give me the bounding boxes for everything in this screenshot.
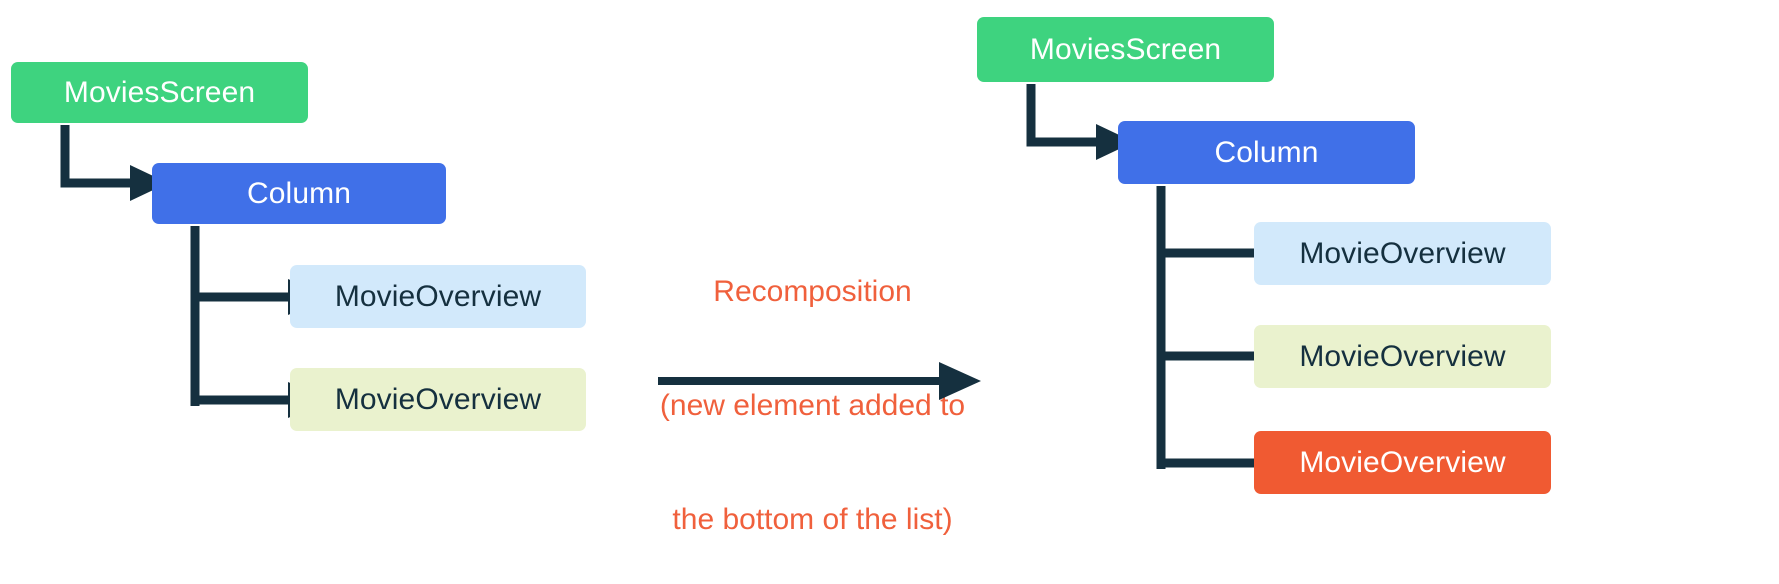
before-node-column-label: Column (247, 176, 351, 210)
after-node-movies-screen-label: MoviesScreen (1029, 32, 1222, 66)
before-node-movie-overview-2-label: MovieOverview (334, 382, 542, 416)
after-node-movie-overview-2[interactable]: MovieOverview (1254, 325, 1551, 388)
after-node-movies-screen[interactable]: MoviesScreen (977, 17, 1274, 82)
recomposition-caption-line-1: Recomposition (713, 275, 912, 308)
after-node-movie-overview-2-label: MovieOverview (1299, 339, 1506, 373)
before-node-movie-overview-1[interactable]: MovieOverview (290, 265, 586, 328)
after-node-movie-overview-1[interactable]: MovieOverview (1254, 222, 1551, 285)
before-node-movie-overview-1-label: MovieOverview (334, 279, 542, 313)
after-node-column[interactable]: Column (1118, 121, 1415, 184)
after-node-movie-overview-3-label: MovieOverview (1299, 445, 1506, 479)
after-node-movie-overview-1-label: MovieOverview (1299, 236, 1506, 270)
recomposition-caption: Recomposition (new element added to the … (640, 197, 985, 584)
before-node-movies-screen-label: MoviesScreen (63, 75, 256, 109)
after-node-movie-overview-3-new[interactable]: MovieOverview (1254, 431, 1551, 494)
after-node-column-label: Column (1214, 135, 1319, 169)
recomposition-caption-line-2: (new element added to (659, 389, 966, 422)
before-node-movie-overview-2[interactable]: MovieOverview (290, 368, 586, 431)
before-node-column[interactable]: Column (152, 163, 446, 224)
recomposition-caption-line-3: the bottom of the list) (672, 503, 953, 536)
before-node-movies-screen[interactable]: MoviesScreen (11, 62, 308, 123)
